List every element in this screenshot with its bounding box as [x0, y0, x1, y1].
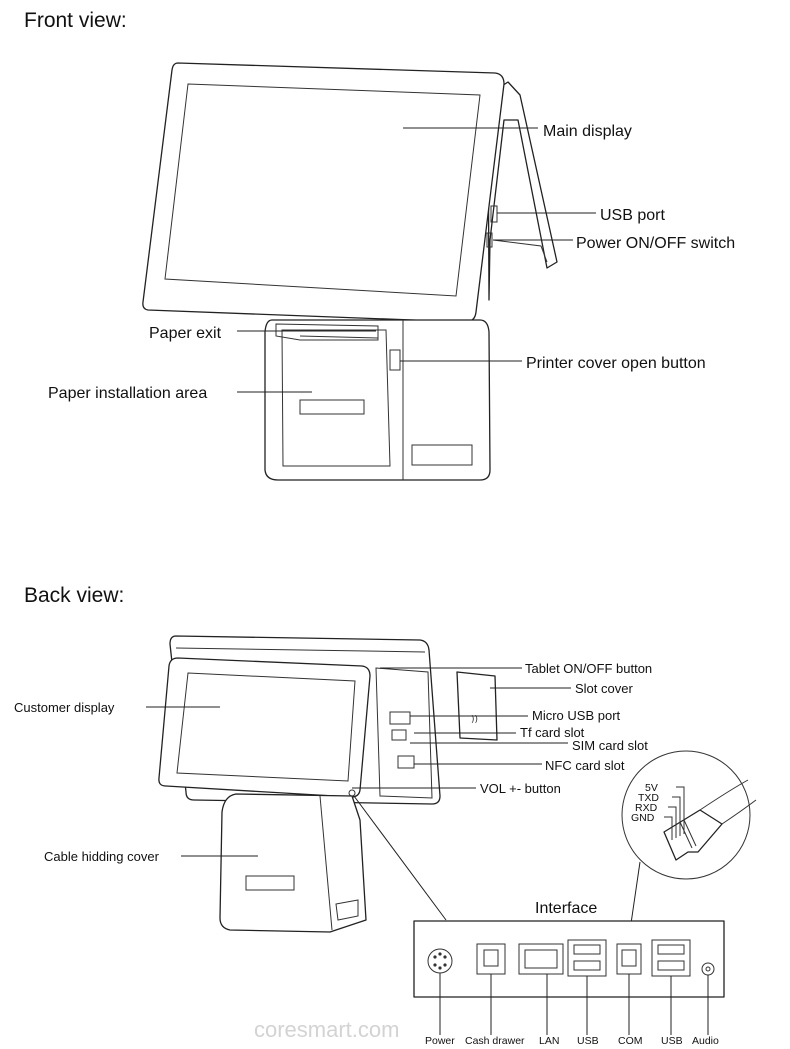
label-micro-usb: Micro USB port — [532, 708, 621, 723]
lan-port-icon — [518, 943, 564, 975]
label-customer-display: Customer display — [14, 700, 115, 715]
com-pin-gnd: GND — [631, 812, 655, 824]
port-label-usb: USB — [577, 1035, 599, 1047]
port-label-power: Power — [425, 1035, 455, 1047]
front-device-illustration — [142, 62, 558, 481]
com-pin-rxd: RXD — [635, 802, 658, 814]
com-pin-txd: TXD — [638, 792, 659, 804]
com-pinout-detail: 5V TXD RXD GND — [621, 750, 757, 945]
port-label-audio: Audio — [692, 1035, 719, 1047]
interface-title: Interface — [535, 900, 597, 917]
interface-panel — [413, 920, 725, 1035]
port-label-lan: LAN — [539, 1035, 559, 1047]
label-main-display: Main display — [543, 123, 632, 140]
label-printer-cover-button: Printer cover open button — [526, 355, 706, 372]
watermark: coresmart.com — [254, 1017, 399, 1042]
label-vol-button: VOL +- button — [480, 781, 561, 796]
label-sim-slot: SIM card slot — [572, 738, 648, 753]
port-label-com: COM — [618, 1035, 643, 1047]
back-view-heading: Back view: — [24, 584, 124, 607]
label-tf-slot: Tf card slot — [520, 725, 585, 740]
label-paper-exit: Paper exit — [149, 325, 222, 342]
port-label-cash-drawer: Cash drawer — [465, 1035, 525, 1047]
label-nfc-slot: NFC card slot — [545, 758, 625, 773]
label-slot-cover: Slot cover — [575, 681, 633, 696]
port-label-usb-2: USB — [661, 1035, 683, 1047]
front-view-heading: Front view: — [24, 9, 127, 32]
back-device-illustration: )) — [158, 635, 498, 933]
label-usb-port: USB port — [600, 207, 665, 224]
label-tablet-button: Tablet ON/OFF button — [525, 661, 652, 676]
label-paper-area: Paper installation area — [48, 385, 207, 402]
com-pin-5v: 5V — [645, 782, 658, 794]
label-cable-cover: Cable hidding cover — [44, 849, 160, 864]
label-power-switch: Power ON/OFF switch — [576, 235, 735, 252]
svg-text:)): )) — [471, 715, 478, 725]
